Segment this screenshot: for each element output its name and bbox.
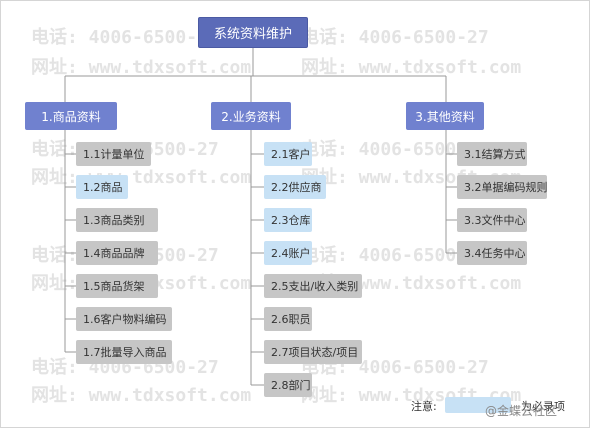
root-node: 系统资料维护 bbox=[198, 17, 308, 48]
item-node: 2.8部门 bbox=[264, 373, 312, 397]
item-node: 1.1计量单位 bbox=[76, 142, 151, 166]
item-node: 2.6职员 bbox=[264, 307, 312, 331]
item-node: 3.2单据编码规则 bbox=[457, 175, 548, 199]
item-node: 2.7项目状态/项目 bbox=[264, 340, 362, 364]
legend-required-label: 为必录项 bbox=[521, 400, 565, 413]
item-node: 1.5商品货架 bbox=[76, 274, 158, 298]
item-node: 1.2商品 bbox=[76, 175, 128, 199]
item-node: 2.4账户 bbox=[264, 241, 312, 265]
legend-note: 注意: bbox=[411, 400, 437, 413]
credit-watermark: @金蝶云社区 bbox=[485, 404, 558, 418]
item-node: 2.1客户 bbox=[264, 142, 312, 166]
item-node: 3.1结算方式 bbox=[457, 142, 527, 166]
item-node: 3.3文件中心 bbox=[457, 208, 527, 232]
item-node: 1.7批量导入商品 bbox=[76, 340, 172, 364]
item-node: 2.3仓库 bbox=[264, 208, 312, 232]
item-node: 1.3商品类别 bbox=[76, 208, 158, 232]
category-node: 1.商品资料 bbox=[25, 102, 117, 130]
item-node: 2.5支出/收入类别 bbox=[264, 274, 362, 298]
item-node: 2.2供应商 bbox=[264, 175, 326, 199]
category-node: 2.业务资料 bbox=[211, 102, 291, 130]
item-node: 3.4任务中心 bbox=[457, 241, 527, 265]
category-node: 3.其他资料 bbox=[406, 102, 484, 130]
item-node: 1.6客户物料编码 bbox=[76, 307, 172, 331]
legend-required-swatch bbox=[445, 397, 511, 413]
item-node: 1.4商品品牌 bbox=[76, 241, 158, 265]
